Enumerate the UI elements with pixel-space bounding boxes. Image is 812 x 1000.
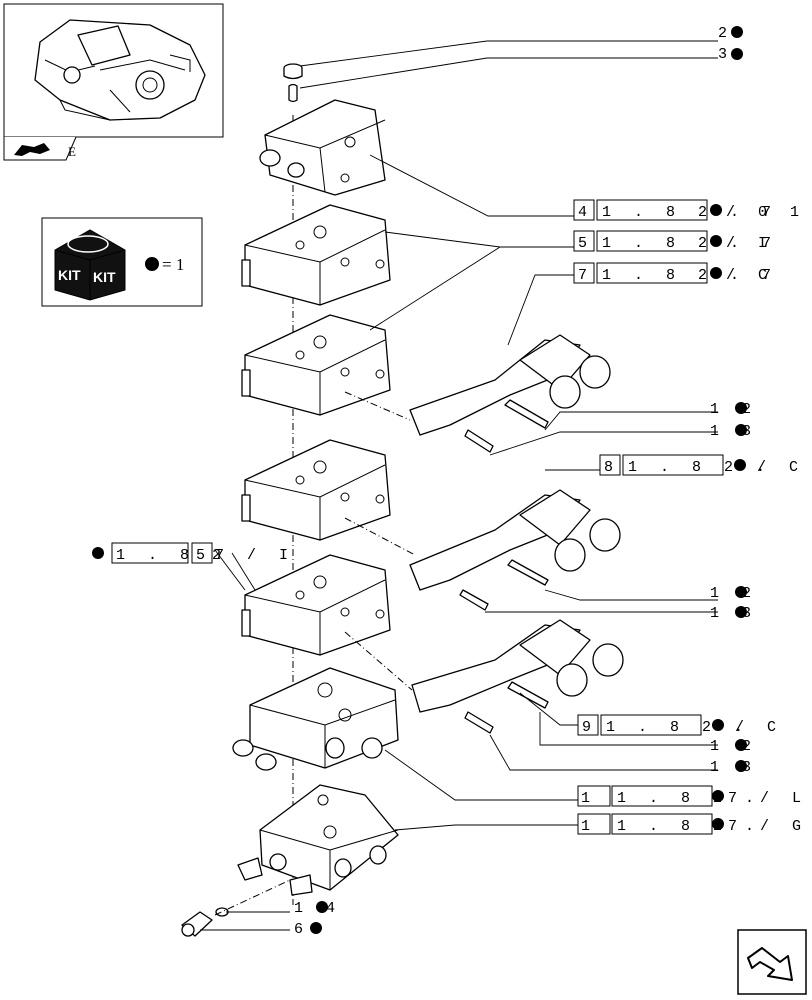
svg-text:/ C: / C	[726, 267, 774, 284]
bullet-icon	[145, 257, 159, 271]
callout-2[interactable]: 2	[718, 25, 743, 42]
svg-text:7 / G: 7 / G	[728, 818, 808, 835]
bullet-icon	[710, 235, 722, 247]
svg-text:1 3: 1 3	[710, 759, 758, 776]
bullet-icon	[712, 719, 724, 731]
callout-14[interactable]: 1 4	[294, 900, 342, 917]
kit-label-right: KIT	[93, 269, 116, 285]
svg-text:3: 3	[718, 46, 734, 63]
kit-label-left: KIT	[58, 267, 81, 283]
bullet-icon	[710, 267, 722, 279]
reference-left[interactable]: 1 . 8 2 5 7 / I	[92, 542, 295, 564]
svg-text:2: 2	[718, 25, 734, 42]
bullet-icon	[735, 586, 747, 598]
next-page-button[interactable]	[737, 929, 807, 995]
bullet-icon	[712, 818, 724, 830]
bullet-icon	[310, 922, 322, 934]
coupler-assembly-1	[409, 334, 611, 453]
svg-text:8: 8	[604, 459, 620, 476]
bullet-icon	[712, 790, 724, 802]
callout-13a[interactable]: 1 3	[710, 423, 758, 440]
svg-text:1 . 8 2 .: 1 . 8 2 .	[606, 719, 750, 736]
pin-part	[288, 83, 298, 103]
plug-part	[283, 63, 303, 80]
svg-text:/ I: / I	[726, 235, 774, 252]
svg-text:5: 5	[196, 547, 212, 564]
kit-icon: KIT KIT	[54, 229, 126, 301]
coupler-assembly-2	[409, 489, 621, 611]
svg-text:1 . 8 2 . 7: 1 . 8 2 . 7	[602, 267, 778, 284]
svg-text:1 3: 1 3	[710, 605, 758, 622]
reference-10[interactable]: 1 0 1 . 8 2 . 7 / L	[577, 785, 808, 807]
bullet-icon	[92, 547, 104, 559]
kit-equals-text: = 1	[162, 255, 184, 274]
svg-text:6: 6	[294, 921, 310, 938]
bullet-icon	[735, 760, 747, 772]
bullet-icon	[735, 424, 747, 436]
bullet-icon	[735, 739, 747, 751]
reference-11[interactable]: 1 1 1 . 8 2 . 7 / G	[577, 813, 808, 835]
reference-4[interactable]: 4 1 . 8 2 . 7 / 0 1 D	[573, 199, 812, 221]
bullet-icon	[735, 606, 747, 618]
svg-text:9: 9	[582, 719, 598, 736]
reference-8[interactable]: 8 1 . 8 2 . / C	[599, 454, 805, 476]
reference-7[interactable]: 7 1 . 8 2 . 7 / C	[573, 262, 778, 284]
svg-text:/ 0 1 D: / 0 1 D	[726, 204, 812, 221]
valve-block-2	[241, 314, 391, 416]
kit-legend: KIT KIT = 1	[41, 217, 203, 307]
bullet-icon	[731, 48, 743, 60]
connector-line-1	[344, 391, 411, 421]
bullet-icon	[731, 26, 743, 38]
bullet-icon	[734, 459, 746, 471]
thumbnail-corner-letter: E	[68, 144, 76, 159]
valve-block-4	[241, 554, 391, 656]
svg-text:1 2: 1 2	[710, 401, 758, 418]
callout-6[interactable]: 6	[294, 921, 322, 938]
callout-13b[interactable]: 1 3	[710, 605, 758, 622]
valve-block-3	[241, 439, 391, 541]
svg-text:1 2: 1 2	[710, 585, 758, 602]
bullet-icon	[316, 901, 328, 913]
svg-text:5: 5	[578, 235, 594, 252]
callout-12a[interactable]: 1 2	[710, 401, 758, 418]
callout-12b[interactable]: 1 2	[710, 585, 758, 602]
bottom-section-part	[237, 784, 399, 896]
svg-text:7 / I: 7 / I	[215, 547, 295, 564]
leader-lines	[200, 40, 718, 931]
coupler-assembly-3	[411, 619, 624, 734]
svg-text:7 / L: 7 / L	[728, 790, 808, 807]
bullet-icon	[735, 402, 747, 414]
svg-text:1 . 8 2 . 7: 1 . 8 2 . 7	[602, 235, 778, 252]
reference-5[interactable]: 5 1 . 8 2 . 7 / I	[573, 230, 778, 252]
end-cover-part	[259, 99, 386, 196]
connector-line-3	[344, 631, 413, 691]
svg-text:7: 7	[578, 267, 594, 284]
svg-text:4: 4	[578, 204, 594, 221]
callout-13c[interactable]: 1 3	[710, 759, 758, 776]
valve-block-1	[241, 204, 391, 306]
thumbnail-view[interactable]: E	[3, 3, 224, 161]
inlet-section-part	[232, 667, 399, 771]
svg-text:1 . 8 2 .: 1 . 8 2 .	[628, 459, 772, 476]
svg-text:/ C: / C	[757, 459, 805, 476]
next-arrow-icon	[747, 947, 793, 981]
svg-text:/ C: / C	[735, 719, 783, 736]
svg-text:1 3: 1 3	[710, 423, 758, 440]
bullet-icon	[710, 204, 722, 216]
drain-plug-part	[181, 911, 213, 937]
thumbnail-housing-drawing	[34, 19, 206, 121]
callout-12c[interactable]: 1 2	[710, 738, 758, 755]
svg-text:1 . 8 2 . 7: 1 . 8 2 . 7	[602, 204, 778, 221]
thumbnail-tab: E	[3, 136, 77, 161]
callout-3[interactable]: 3	[718, 46, 743, 63]
svg-text:1 2: 1 2	[710, 738, 758, 755]
reference-9[interactable]: 9 1 . 8 2 . / C	[577, 714, 783, 736]
